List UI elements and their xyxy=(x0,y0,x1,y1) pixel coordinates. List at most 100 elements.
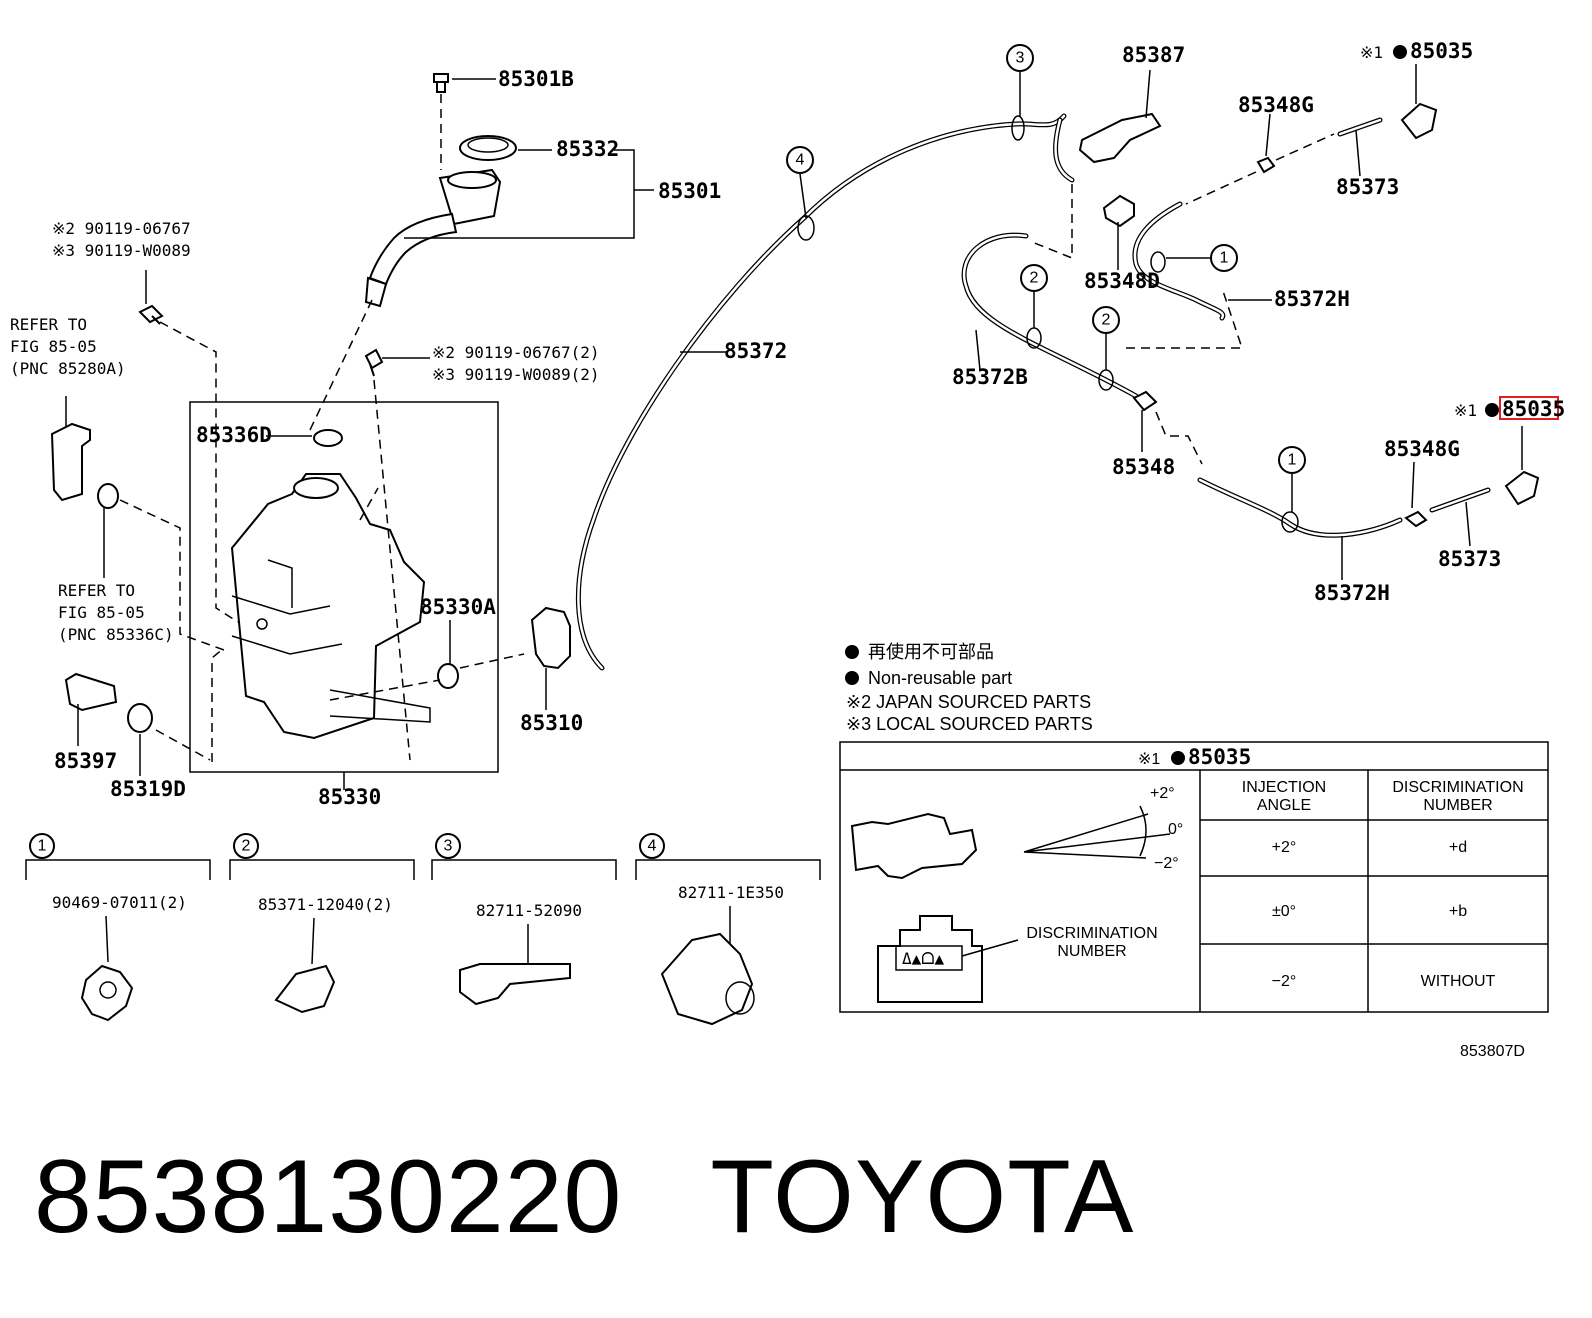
label-85301b: 85301B xyxy=(498,67,574,91)
inset-frame xyxy=(839,741,1549,1013)
clip1-pn: 90469-07011(2) xyxy=(52,893,187,912)
left-parts-group xyxy=(50,270,571,790)
label-85336d: 85336D xyxy=(196,423,272,447)
right-lower-group xyxy=(1197,396,1559,580)
callout-text-1a: 1 xyxy=(1220,250,1229,267)
angle-minus: −2° xyxy=(1154,855,1179,872)
row3-angle: −2° xyxy=(1272,973,1297,990)
label-85332: 85332 xyxy=(556,137,619,161)
grommet-85330a-icon xyxy=(437,663,459,689)
label-85319d: 85319D xyxy=(110,777,186,801)
label-85330a: 85330A xyxy=(420,595,496,619)
legend-japan: ※2 JAPAN SOURCED PARTS xyxy=(846,692,1091,712)
label-refer2-1: REFER TO xyxy=(58,581,135,600)
callout-text-2b: 2 xyxy=(1102,312,1111,329)
label-refer1-3: (PNC 85280A) xyxy=(10,359,126,378)
nonreusable-dot-icon xyxy=(1393,45,1407,59)
disc-mark-text: Δ▲ᗝ▲ xyxy=(902,949,945,968)
label-refer1-2: FIG 85-05 xyxy=(10,337,97,356)
legend-en: Non-reusable part xyxy=(868,668,1012,688)
legend: 再使用不可部品 Non-reusable part ※2 JAPAN SOURC… xyxy=(845,642,1093,734)
label-85310: 85310 xyxy=(520,711,583,735)
main-hose-85372 xyxy=(575,113,1067,671)
nozzle-top-view-icon xyxy=(877,915,983,1003)
joint-85348g-bottom-icon xyxy=(1404,510,1428,528)
figure-id: 853807D xyxy=(1460,1043,1525,1060)
nozzle-85035-top-icon xyxy=(1400,102,1438,140)
row2-disc: +b xyxy=(1449,903,1467,920)
grommet-85319d-icon xyxy=(127,703,153,733)
joint-85348d-icon xyxy=(1102,194,1135,228)
clip-82711-1e350-icon xyxy=(660,932,754,1026)
row2-angle: ±0° xyxy=(1272,903,1296,920)
clip3-pn: 82711-52090 xyxy=(476,901,582,920)
clip-90469-icon xyxy=(80,964,134,1022)
callout-circle-1b xyxy=(1278,446,1306,474)
callout-circle-2a xyxy=(1020,264,1048,292)
callout-text-1b: 1 xyxy=(1288,452,1297,469)
label-85372h-top: 85372H xyxy=(1274,287,1350,311)
clip-85371-icon xyxy=(274,964,336,1014)
clip3-num: 3 xyxy=(444,838,453,855)
hose-85372-group xyxy=(575,72,1067,671)
clip1-num: 1 xyxy=(38,838,47,855)
clip-82711-52090-icon xyxy=(459,963,571,1006)
label-85348g-bottom: 85348G xyxy=(1384,437,1460,461)
clip4-pn: 82711-1E350 xyxy=(678,883,784,902)
header-disc-2: NUMBER xyxy=(1423,797,1492,814)
clip2-num: 2 xyxy=(242,838,251,855)
joint-85348g-top-icon xyxy=(1256,156,1276,174)
label-bolt-a-2: ※3 90119-W0089 xyxy=(52,241,191,260)
row3-disc: WITHOUT xyxy=(1421,973,1496,990)
sensor-85397-icon xyxy=(64,672,118,712)
inset-title-pn: 85035 xyxy=(1188,745,1251,769)
bolt-top-icon xyxy=(138,304,164,325)
clip-85301b-icon xyxy=(433,73,449,93)
row1-angle: +2° xyxy=(1272,839,1297,856)
filler-cap-icon xyxy=(459,135,517,161)
header-disc-1: DISCRIMINATION xyxy=(1392,779,1523,796)
callout-text-4: 4 xyxy=(796,152,805,169)
nonreusable-dot-icon xyxy=(1485,403,1499,417)
right-upper-group xyxy=(961,64,1438,465)
label-85387: 85387 xyxy=(1122,43,1185,67)
clip4-num: 4 xyxy=(648,838,657,855)
callouts: 3 4 1 2 2 1 xyxy=(786,44,1306,474)
header-injection-1: INJECTION xyxy=(1242,779,1326,796)
washer-motor-85310-icon xyxy=(530,606,571,670)
label-mark1-mid: ※1 xyxy=(1454,401,1477,420)
disc-label-1: DISCRIMINATION xyxy=(1026,925,1157,942)
callout-text-2a: 2 xyxy=(1030,270,1039,287)
callout-text-3: 3 xyxy=(1016,50,1025,67)
label-85397: 85397 xyxy=(54,749,117,773)
footer-brand: TOYOTA xyxy=(710,1139,1135,1255)
hose-85372h-top xyxy=(1132,201,1226,321)
label-85035-top: 85035 xyxy=(1410,39,1473,63)
filler-neck-group xyxy=(309,73,654,431)
washer-tank-group xyxy=(189,379,499,773)
legend-dot-icon xyxy=(845,671,859,685)
label-85348g-top: 85348G xyxy=(1238,93,1314,117)
footer-part-number: 8538130220 xyxy=(34,1139,623,1255)
label-85348d: 85348D xyxy=(1084,269,1160,293)
nozzle-85035-mid-icon xyxy=(1504,470,1540,506)
label-bolt-b-2: ※3 90119-W0089(2) xyxy=(432,365,600,384)
joint-85348-icon xyxy=(1132,390,1158,412)
nozzle-inset: ※1 85035 INJECTION ANGLE DISCRIMINATION … xyxy=(839,741,1549,1013)
connector-85387-icon xyxy=(1078,112,1162,164)
disc-label-2: NUMBER xyxy=(1057,943,1126,960)
legend-dot-icon xyxy=(845,645,859,659)
part-labels: 85301B 85332 85301 ※2 90119-06767 ※3 901… xyxy=(10,39,1565,809)
legend-jp: 再使用不可部品 xyxy=(868,642,994,662)
label-85372: 85372 xyxy=(724,339,787,363)
label-85348: 85348 xyxy=(1112,455,1175,479)
grommet-85336c-icon xyxy=(97,483,119,509)
tank-cap-85336d-icon xyxy=(313,429,343,447)
highlight-box xyxy=(1499,396,1559,420)
nozzle-side-view-icon xyxy=(850,812,978,880)
callout-circle-4 xyxy=(786,146,814,174)
callout-circle-2b xyxy=(1092,306,1120,334)
bolt-mid-icon xyxy=(364,348,384,377)
label-85035-highlighted: 85035 xyxy=(1502,397,1565,421)
hose-85372h-bottom xyxy=(1197,477,1403,538)
